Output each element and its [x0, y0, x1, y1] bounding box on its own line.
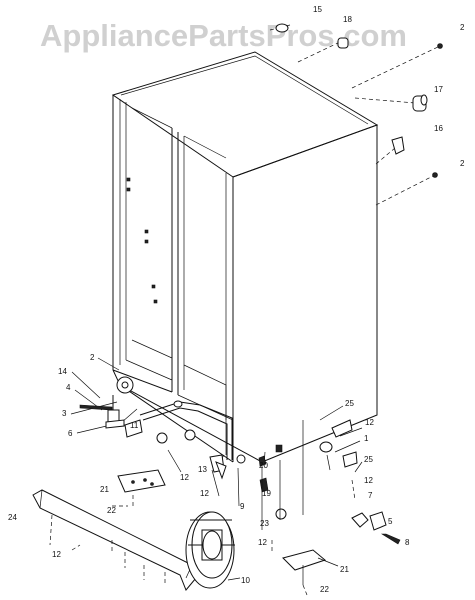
callout-22-right: 22: [320, 585, 329, 594]
callout-23: 23: [260, 519, 269, 528]
callout-12-d: 12: [258, 538, 267, 547]
callout-9: 9: [240, 502, 245, 511]
bottom-right-parts: [261, 405, 401, 596]
callout-21-right: 21: [340, 565, 349, 574]
callout-2-left: 2: [90, 353, 95, 362]
callout-25-mid: 25: [364, 455, 373, 464]
callout-24: 24: [8, 513, 17, 522]
callout-labels: 15 18 2 17 16 2 2 14 4 3 6 11 12 13 12 9…: [8, 5, 465, 594]
top-right-parts: [269, 23, 443, 206]
callout-2-top: 2: [460, 23, 465, 32]
callout-21-left: 21: [100, 485, 109, 494]
callout-16: 16: [434, 124, 443, 133]
callout-11: 11: [130, 421, 139, 430]
fan-shroud: [185, 511, 241, 589]
refrigerator-cabinet: [111, 51, 379, 463]
callout-22-left: 22: [107, 506, 116, 515]
watermark: AppliancePartsPros.com: [40, 18, 407, 53]
callout-17: 17: [434, 85, 443, 94]
callout-20: 20: [259, 461, 268, 470]
callout-15: 15: [313, 5, 322, 14]
callout-12-b: 12: [200, 489, 209, 498]
callout-6: 6: [68, 429, 73, 438]
callout-13: 13: [198, 465, 207, 474]
bottom-left-parts: [70, 357, 287, 520]
callout-10: 10: [241, 576, 250, 585]
callout-5: 5: [388, 517, 393, 526]
callout-3: 3: [62, 409, 67, 418]
callout-8: 8: [405, 538, 410, 547]
callout-7: 7: [368, 491, 373, 500]
callout-12-c: 12: [52, 550, 61, 559]
callout-1: 1: [364, 434, 369, 443]
callout-2-right: 2: [460, 159, 465, 168]
callout-12-e: 12: [365, 418, 374, 427]
callout-25-top: 25: [345, 399, 354, 408]
callout-12-a: 12: [180, 473, 189, 482]
callout-4: 4: [66, 383, 71, 392]
callout-14: 14: [58, 367, 67, 376]
callout-12-f: 12: [364, 476, 373, 485]
callout-18: 18: [343, 15, 352, 24]
kick-plate: [32, 489, 197, 591]
callout-19: 19: [262, 489, 271, 498]
